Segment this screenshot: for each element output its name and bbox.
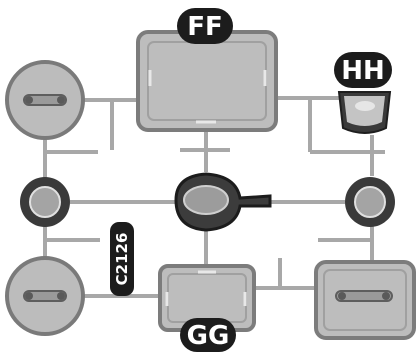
part-hh-cup [337,91,392,134]
label-hh-text: HH [341,56,385,86]
label-gg: GG [180,318,236,352]
part-small-ring-left [20,177,70,227]
part-small-ring-right [345,177,395,227]
part-ff-panel [136,30,278,132]
label-ff: FF [177,8,233,44]
label-hh: HH [334,52,392,88]
part-bottom-right-panel [314,260,416,340]
label-code: C2126 [110,222,134,296]
part-round-dial-bottom [5,256,85,336]
label-ff-text: FF [187,12,223,42]
part-gg-panel [158,264,256,332]
label-code-text: C2126 [113,233,131,286]
part-center-oval [174,172,272,232]
part-round-dial-top [5,60,85,140]
label-gg-text: GG [187,321,230,351]
